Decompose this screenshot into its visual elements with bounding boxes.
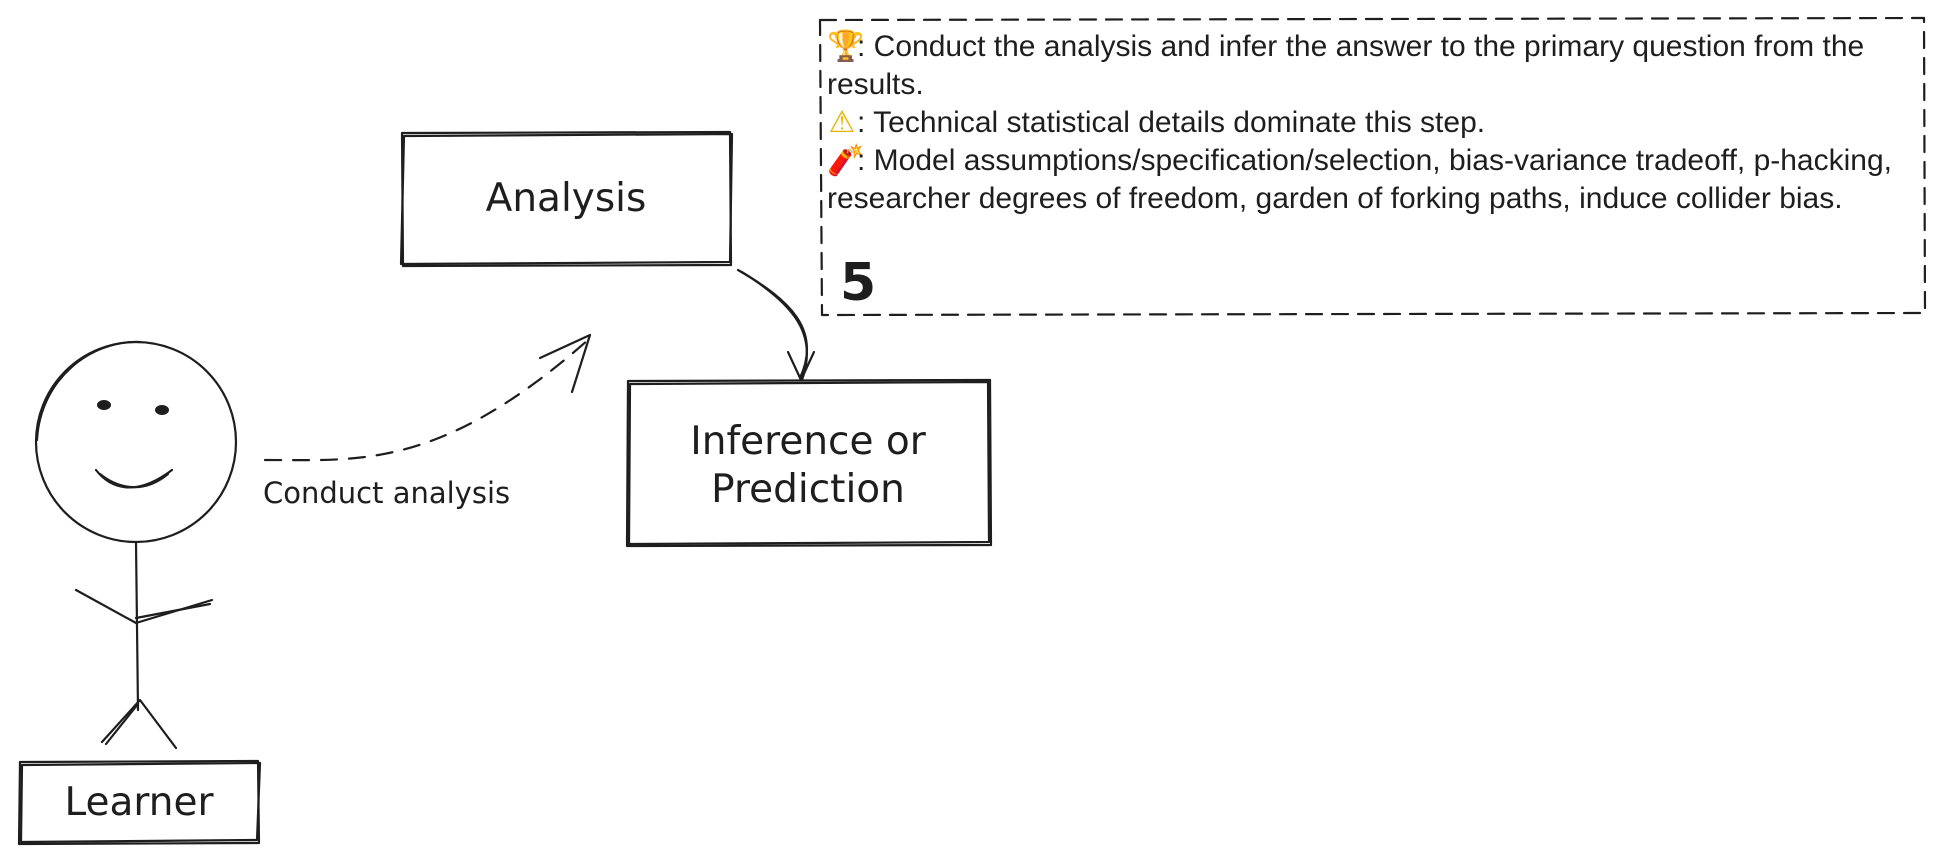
learner-legs (100, 698, 178, 750)
warning-icon: ⚠ (828, 105, 856, 140)
inference-box[interactable] (625, 378, 993, 548)
note-warning-text: : Technical statistical details dominate… (857, 106, 1486, 139)
note-text: 🏆: Conduct the analysis and infer the an… (827, 28, 1907, 218)
inference-label-line2: Prediction (711, 467, 905, 512)
step-number: 5 (840, 253, 876, 313)
note-pitfalls: 🧨: Model assumptions/specification/selec… (827, 142, 1907, 218)
note-goal-text: : Conduct the analysis and infer the ans… (827, 30, 1865, 101)
note-goal: 🏆: Conduct the analysis and infer the an… (827, 28, 1907, 104)
analysis-box[interactable] (399, 130, 734, 268)
analysis-label: Analysis (486, 176, 647, 221)
learner-body (134, 540, 140, 712)
trophy-icon: 🏆 (827, 29, 865, 64)
learner-label: Learner (64, 780, 214, 825)
learner-figure (34, 340, 238, 750)
conduct-analysis-label: Conduct analysis (263, 476, 510, 510)
arrow-learner-to-analysis (263, 333, 592, 462)
arrow-analysis-to-inference (736, 268, 816, 382)
learner-eyes (97, 400, 169, 415)
note-warning: ⚠: Technical statistical details dominat… (827, 104, 1907, 142)
dynamite-icon: 🧨 (827, 143, 865, 178)
inference-label-line1: Inference or (690, 419, 927, 464)
learner-box[interactable] (17, 759, 262, 846)
note-box (818, 16, 1927, 317)
note-pitfalls-text: : Model assumptions/specification/select… (827, 144, 1892, 215)
